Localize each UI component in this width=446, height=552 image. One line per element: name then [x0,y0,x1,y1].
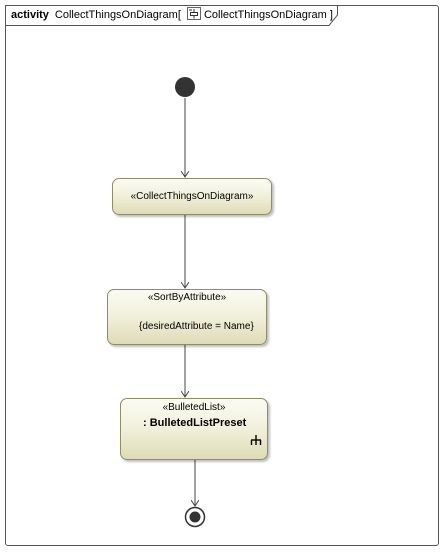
frame-kind-keyword: activity [11,9,49,21]
action-collect-things-on-diagram[interactable]: «CollectThingsOnDiagram» [112,178,272,215]
frame-header-tab-shape [5,5,338,26]
action-name-bulleted-list-preset: : BulletedListPreset [143,417,247,429]
activity-diagram-icon [186,7,201,20]
initial-node[interactable] [175,77,195,97]
frame-bracket-open: [ [177,9,181,21]
action-bulleted-list[interactable]: «BulletedList» : BulletedListPreset [120,398,268,460]
stereotype-collect-things-on-diagram: «CollectThingsOnDiagram» [130,191,254,202]
frame-bracket-close: ] [329,9,333,21]
constraint-desired-attribute: {desiredAttribute = Name} [139,321,254,332]
stereotype-bulleted-list: «BulletedList» [162,402,226,413]
call-behavior-rake-icon [250,435,262,445]
activity-final-node[interactable] [184,506,206,528]
frame-diagram-name: CollectThingsOnDiagram [203,9,327,21]
action-sort-by-attribute[interactable]: «SortByAttribute» {desiredAttribute = Na… [107,289,267,345]
frame-activity-name: CollectThingsOnDiagram [54,9,178,21]
stereotype-sort-by-attribute: «SortByAttribute» [147,292,227,303]
